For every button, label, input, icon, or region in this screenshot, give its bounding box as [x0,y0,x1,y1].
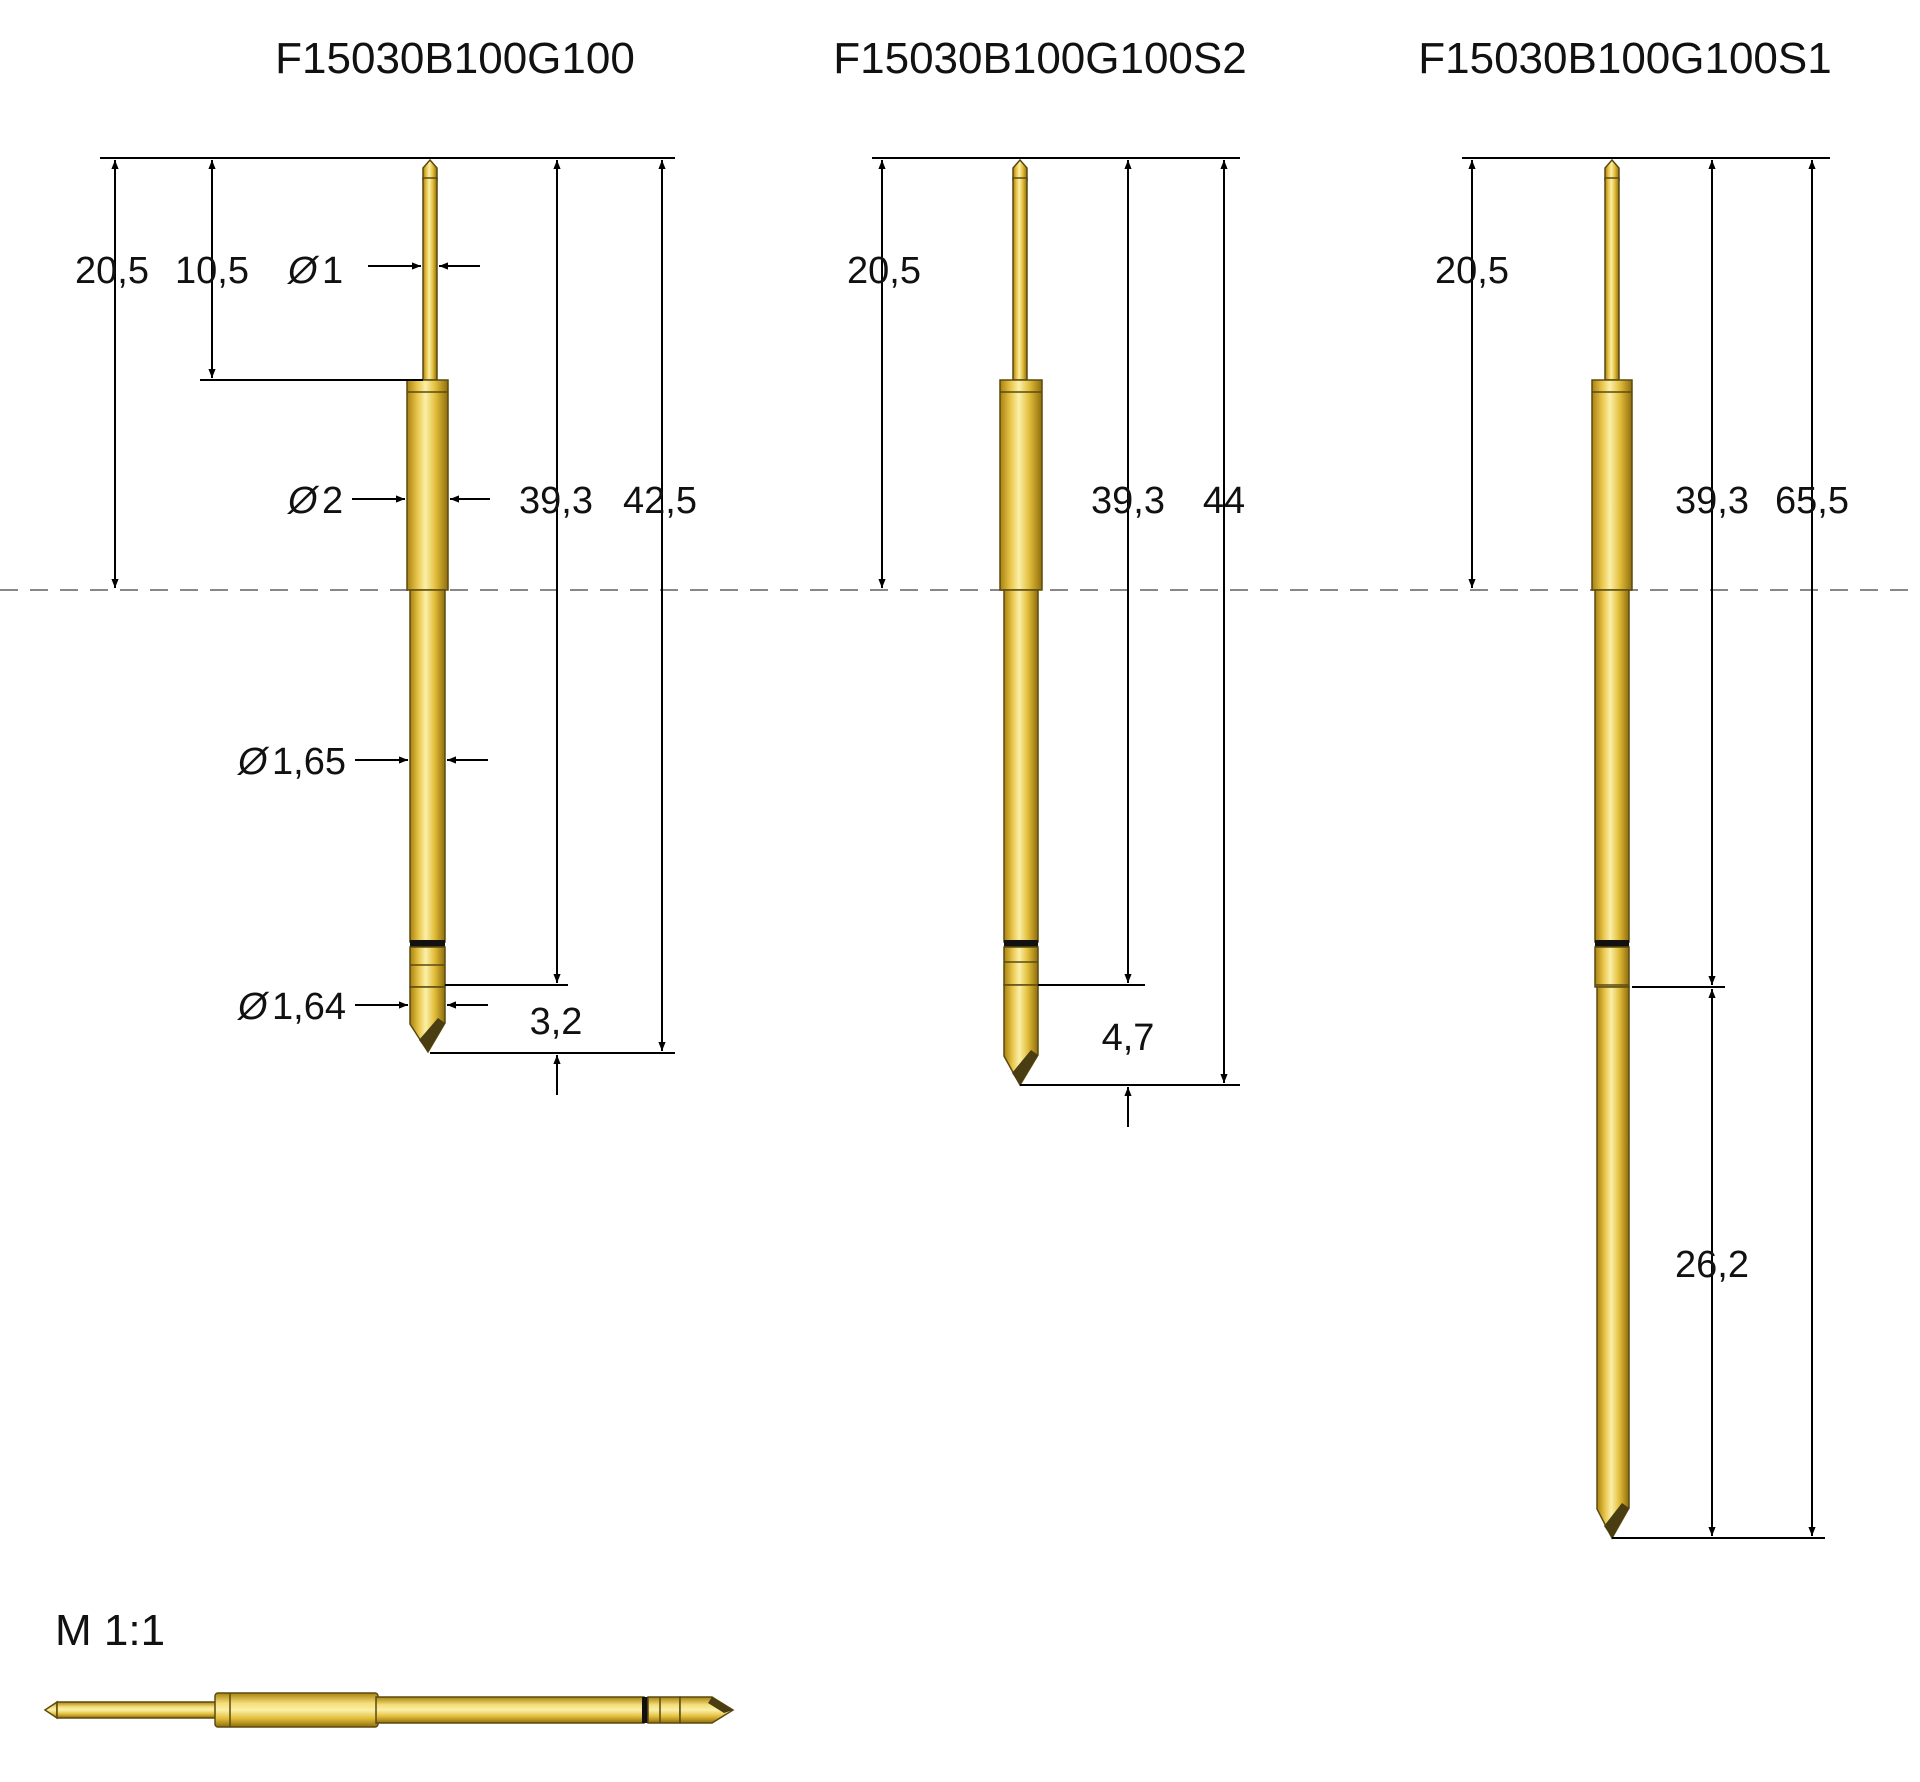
phi-1-symbol: Ø [286,250,320,292]
dim-phi-1-64: 1,64 [272,986,346,1028]
dim-20-5: 20,5 [75,250,149,292]
dim-39-3: 39,3 [1675,480,1749,522]
dim-phi-2: 2 [322,480,343,522]
dim-44: 44 [1203,480,1245,522]
probe-3-title: F15030B100G100S1 [1418,34,1831,83]
dim-4-7: 4,7 [1102,1017,1155,1059]
phi-1-65-symbol: Ø [236,741,270,783]
dim-20-5: 20,5 [1435,250,1509,292]
probe-2-dimensions [872,157,1240,1127]
probe-1-dimensions [100,157,675,1095]
probe-2-graphic [999,158,1043,1087]
probe-3-dimensions [1462,157,1830,1539]
dim-39-3: 39,3 [519,480,593,522]
probe-1-title: F15030B100G100 [275,34,635,83]
probe-2-labels: 20,5 39,3 44 4,7 [847,250,1245,1059]
probe-3-labels: 20,5 39,3 65,5 26,2 [1435,250,1849,1286]
probe-1-graphic [406,158,449,1054]
dim-3-2: 3,2 [530,1001,583,1043]
probe-1-labels: 20,5 10,5 Ø 1 Ø 2 Ø 1,65 Ø 1,64 39,3 42,… [75,250,697,1043]
probe-3-graphic [1591,158,1633,1540]
phi-1-64-symbol: Ø [236,986,270,1028]
dim-39-3: 39,3 [1091,480,1165,522]
dim-phi-1: 1 [322,250,343,292]
scale-label: M 1:1 [55,1606,165,1655]
dim-65-5: 65,5 [1775,480,1849,522]
dim-42-5: 42,5 [623,480,697,522]
probe-2-title: F15030B100G100S2 [833,34,1246,83]
dim-20-5: 20,5 [847,250,921,292]
dim-phi-1-65: 1,65 [272,741,346,783]
dim-10-5: 10,5 [175,250,249,292]
probe-scale-view [43,1692,735,1728]
dim-26-2: 26,2 [1675,1244,1749,1286]
phi-2-symbol: Ø [286,480,320,522]
